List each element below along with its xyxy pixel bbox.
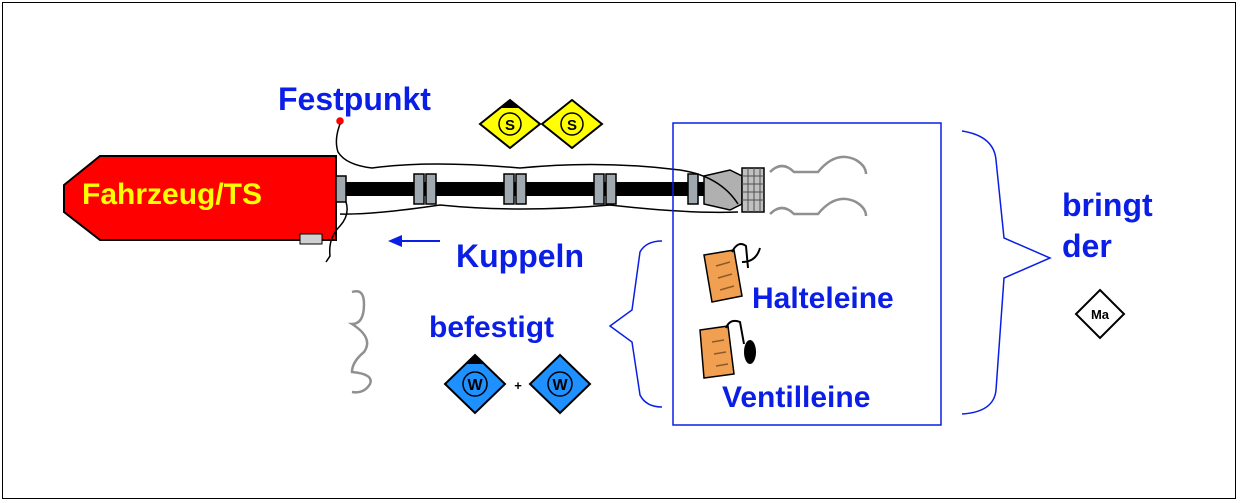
plus-sign: + xyxy=(514,378,522,393)
equipment-box xyxy=(672,122,942,426)
left-brace xyxy=(608,240,663,408)
w-marker-icon-1: W xyxy=(443,353,507,415)
right-brace xyxy=(961,130,1052,415)
w-marker-icon-2: W xyxy=(528,353,592,415)
grey-line-coils xyxy=(347,155,868,394)
ma-marker-label: Ma xyxy=(1091,307,1110,322)
w-marker-label-2: W xyxy=(552,377,568,394)
brings-label: bringt xyxy=(1062,187,1153,223)
coupling-label: Kuppeln xyxy=(456,238,584,274)
valve-line-bag-icon xyxy=(699,319,756,379)
holding-line-bag-icon xyxy=(703,243,761,303)
w-marker-label-1: W xyxy=(467,377,483,394)
fixpoint-label: Festpunkt xyxy=(278,81,431,117)
s-marker-icon-2: S xyxy=(540,98,604,150)
securing-lines xyxy=(325,117,739,263)
suction-hose xyxy=(335,167,765,213)
valve-line-label: Ventilleine xyxy=(722,381,871,414)
vehicle-shape xyxy=(63,155,337,245)
coupling-arrow xyxy=(388,235,440,247)
vehicle-label: Fahrzeug/TS xyxy=(82,178,263,211)
holding-line-label: Halteleine xyxy=(752,282,894,315)
ma-marker-icon: Ma xyxy=(1074,288,1126,340)
secured-label: befestigt xyxy=(429,311,555,344)
s-marker-icon-1: S xyxy=(478,98,542,150)
s-marker-label-1: S xyxy=(505,117,515,134)
the-label: der xyxy=(1062,228,1112,264)
s-marker-label-2: S xyxy=(567,117,577,134)
